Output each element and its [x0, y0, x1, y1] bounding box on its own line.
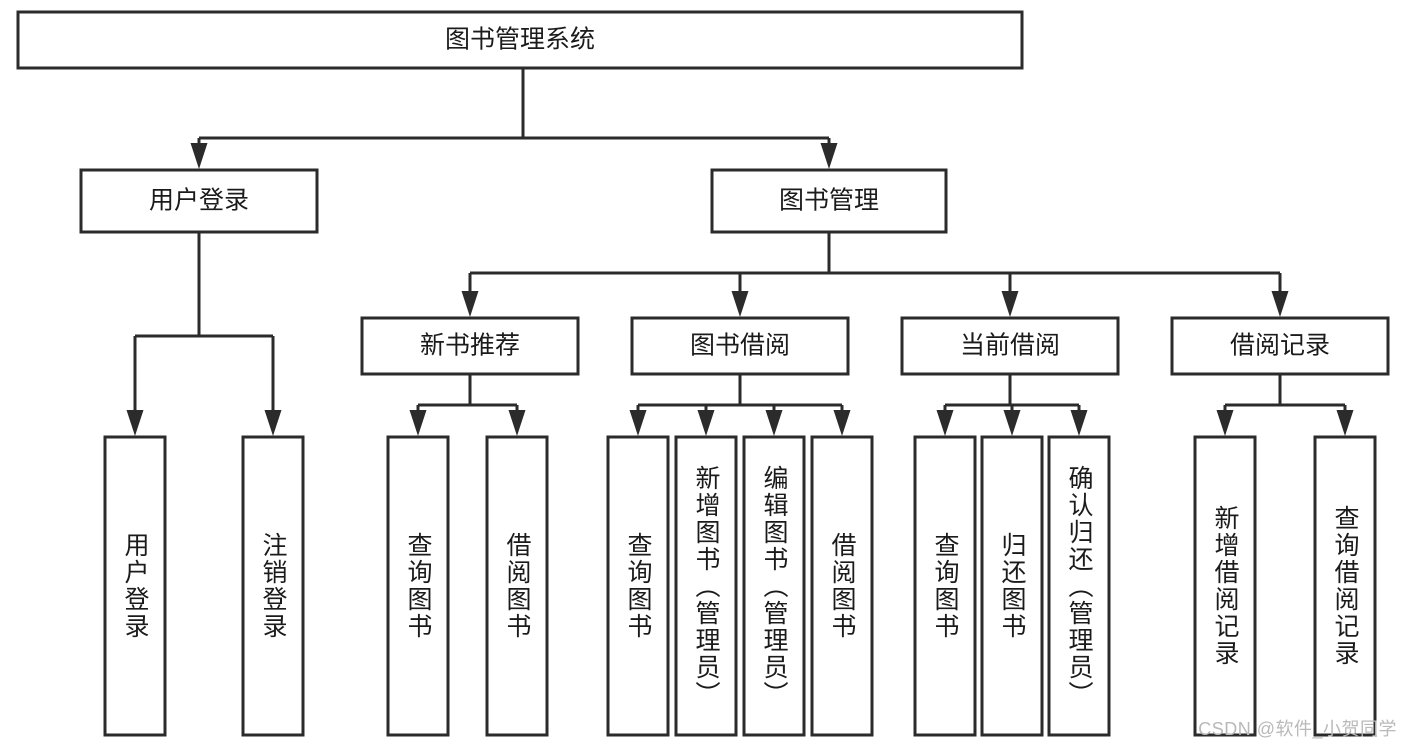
node-label-login: 用户登录: [149, 187, 249, 215]
node-box-leaf-2[interactable]: [241, 435, 305, 737]
node-box-leaf-11[interactable]: [1047, 435, 1111, 737]
node-label-leaf-5: 查询图书: [624, 532, 652, 640]
node-box-leaf-4[interactable]: [485, 435, 549, 737]
watermark-text: CSDN @软件_小贺同学: [1198, 719, 1397, 739]
node-label-current: 当前借阅: [960, 332, 1060, 360]
arrow-head-icon: [1001, 291, 1019, 317]
arrow-head-icon: [629, 410, 647, 436]
nodes-layer: [16, 10, 1390, 737]
arrow-head-icon: [1336, 410, 1354, 436]
arrow-head-icon: [1070, 410, 1088, 436]
node-box-root[interactable]: [16, 10, 1024, 70]
node-label-leaf-7: 编辑图书（管理员）: [760, 464, 788, 708]
arrow-head-icon: [409, 410, 427, 436]
node-box-leaf-5[interactable]: [606, 435, 670, 737]
node-box-leaf-6[interactable]: [674, 435, 738, 737]
edges-layer: [126, 68, 1354, 436]
node-label-leaf-8: 借阅图书: [828, 532, 856, 640]
node-label-borrow: 图书借阅: [690, 332, 790, 360]
node-label-leaf-10: 归还图书: [998, 532, 1026, 640]
arrow-head-icon: [833, 410, 851, 436]
node-label-leaf-12: 新增借阅记录: [1211, 505, 1239, 667]
arrow-head-icon: [1003, 410, 1021, 436]
arrow-head-icon: [1216, 410, 1234, 436]
arrow-head-icon: [936, 410, 954, 436]
node-box-leaf-7[interactable]: [742, 435, 806, 737]
node-label-leaf-3: 查询图书: [404, 532, 432, 640]
node-box-bookmgmt[interactable]: [710, 168, 948, 234]
node-box-leaf-3[interactable]: [386, 435, 450, 737]
node-box-current[interactable]: [900, 316, 1120, 376]
arrow-head-icon: [697, 410, 715, 436]
node-box-leaf-10[interactable]: [980, 435, 1044, 737]
arrow-head-icon: [190, 143, 208, 169]
node-box-leaf-1[interactable]: [103, 435, 167, 737]
node-label-leaf-6: 新增图书（管理员）: [692, 464, 720, 708]
node-label-newbook: 新书推荐: [420, 332, 520, 360]
node-label-leaf-4: 借阅图书: [503, 532, 531, 640]
arrow-head-icon: [1271, 291, 1289, 317]
arrow-head-icon: [731, 291, 749, 317]
node-box-leaf-12[interactable]: [1193, 435, 1257, 737]
node-box-borrow[interactable]: [630, 316, 850, 376]
node-box-leaf-8[interactable]: [810, 435, 874, 737]
node-label-leaf-11: 确认归还（管理员）: [1065, 464, 1093, 708]
node-box-leaf-13[interactable]: [1313, 435, 1377, 737]
node-box-newbook[interactable]: [360, 316, 580, 376]
node-box-leaf-9[interactable]: [913, 435, 977, 737]
node-box-login[interactable]: [79, 168, 319, 234]
arrow-head-icon: [820, 143, 838, 169]
node-label-leaf-9: 查询图书: [931, 532, 959, 640]
node-label-root: 图书管理系统: [445, 26, 595, 54]
arrow-head-icon: [508, 410, 526, 436]
node-label-leaf-2: 注销登录: [259, 532, 287, 640]
arrow-head-icon: [765, 410, 783, 436]
node-label-bookmgmt: 图书管理: [779, 187, 879, 215]
arrow-head-icon: [461, 291, 479, 317]
arrow-head-icon: [126, 410, 144, 436]
node-box-records[interactable]: [1170, 316, 1390, 376]
node-label-leaf-1: 用户登录: [121, 532, 149, 640]
arrow-head-icon: [264, 410, 282, 436]
node-label-leaf-13: 查询借阅记录: [1331, 505, 1359, 667]
node-label-records: 借阅记录: [1230, 332, 1330, 360]
